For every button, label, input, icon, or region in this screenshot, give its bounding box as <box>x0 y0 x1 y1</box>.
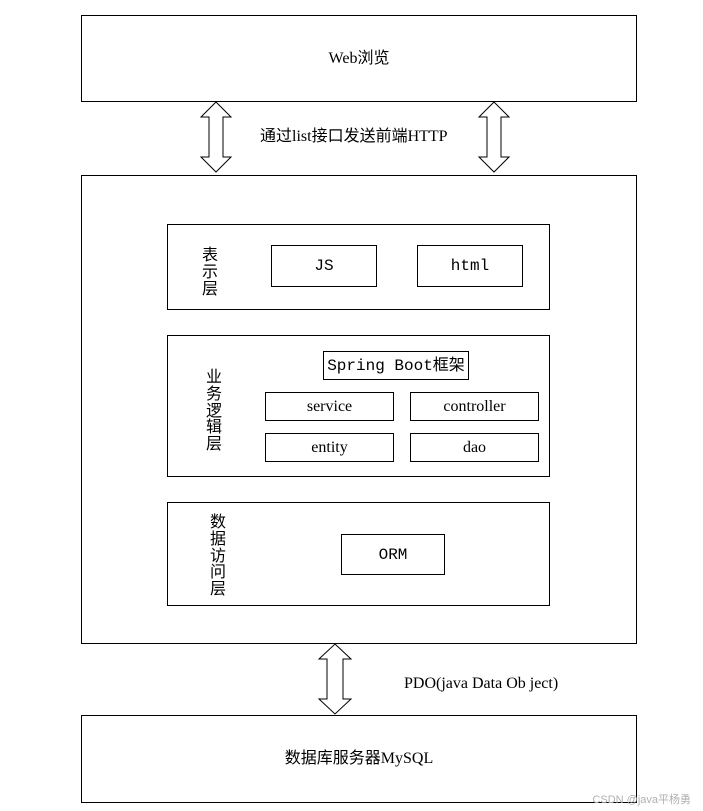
double-arrow-icon <box>477 101 511 173</box>
service-box: service <box>265 392 394 421</box>
orm-box: ORM <box>341 534 445 575</box>
presentation-layer-title: 表示层 <box>202 245 219 298</box>
dao-label: dao <box>462 438 487 456</box>
html-box: html <box>417 245 523 287</box>
dao-box: dao <box>410 433 539 462</box>
js-box: JS <box>271 245 377 287</box>
spring-boot-framework-box: Spring Boot框架 <box>323 351 469 380</box>
watermark: CSDN @java平杨勇 <box>592 794 691 806</box>
entity-box: entity <box>265 433 394 462</box>
bottom-connector-label: PDO(java Data Ob ject) <box>404 675 559 692</box>
entity-label: entity <box>311 438 348 456</box>
double-arrow-icon <box>199 101 233 173</box>
database-server-label: 数据库服务器MySQL <box>284 750 434 767</box>
database-server-box: 数据库服务器MySQL <box>81 715 637 803</box>
controller-box: controller <box>410 392 539 421</box>
web-browser-box: Web浏览 <box>81 15 637 102</box>
double-arrow-icon <box>317 643 353 715</box>
web-browser-label: Web浏览 <box>328 49 390 67</box>
business-layer-title: 业务逻辑层 <box>206 367 223 454</box>
data-access-layer-title: 数据访问层 <box>210 512 227 599</box>
service-label: service <box>306 397 353 415</box>
js-label: JS <box>314 257 334 275</box>
controller-label: controller <box>443 397 506 415</box>
spring-boot-framework-label: Spring Boot框架 <box>327 356 465 375</box>
orm-label: ORM <box>378 545 408 564</box>
html-label: html <box>450 257 490 275</box>
top-connector-label: 通过list接口发送前端HTTP <box>260 128 448 145</box>
